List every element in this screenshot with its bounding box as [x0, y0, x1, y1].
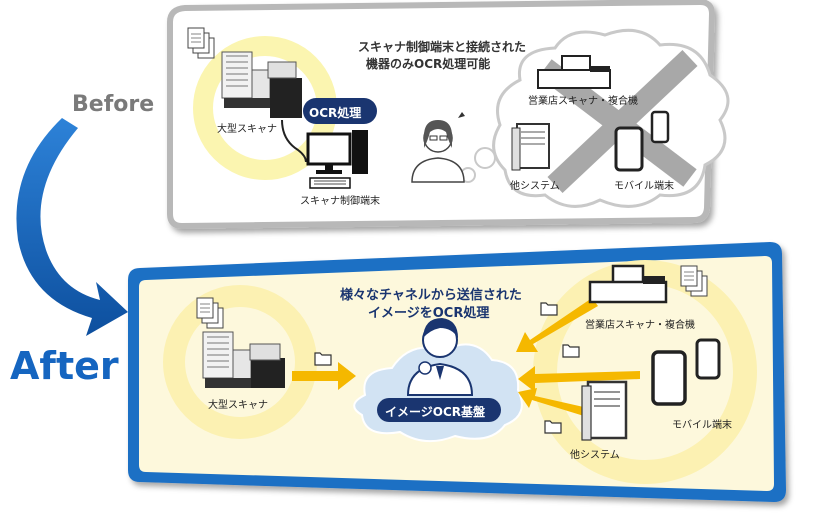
- after-caption-line1: 様々なチャネルから送信された: [340, 288, 522, 303]
- before-to-after-arrow: [16, 118, 128, 336]
- server-after-icon: [581, 380, 628, 441]
- control-terminal-icon: [306, 130, 368, 189]
- arrow-mobile-to-platform: [518, 366, 640, 392]
- after-large-scanner-label: 大型スキャナ: [208, 400, 268, 411]
- before-caption-line2: 機器のみOCR処理可能: [366, 57, 491, 71]
- before-caption-line1: スキャナ制御端末と接続された: [358, 40, 527, 54]
- after-left-yellow-ring: [163, 285, 317, 439]
- control-terminal-label: スキャナ制御端末: [300, 196, 380, 207]
- server-before-icon: [511, 123, 550, 171]
- scanner-cable: [281, 119, 307, 163]
- arrow-scanner-to-platform: [292, 362, 356, 390]
- folder-icon: [544, 420, 562, 434]
- after-flow-arrows: [292, 298, 640, 416]
- mobile-before-icon: [614, 110, 670, 172]
- branch-scanner-before-icon: [537, 55, 611, 89]
- folder-icon: [314, 352, 332, 366]
- after-caption-line2: イメージをOCR処理: [368, 306, 490, 321]
- platform-badge-bg: [377, 398, 501, 422]
- before-label: Before: [72, 92, 155, 117]
- large-scanner-after-icon: [202, 331, 285, 388]
- ocr-badge-bg: [303, 98, 377, 124]
- after-right-yellow-ring: [533, 260, 757, 484]
- arrow-branch-to-platform: [516, 298, 598, 352]
- operator-person-icon: [406, 318, 474, 396]
- folder-icon: [540, 302, 558, 316]
- after-branch-scanner-label: 営業店スキャナ・複合機: [585, 320, 695, 331]
- ocr-badge-label: OCR処理: [309, 106, 362, 120]
- before-large-scanner-label: 大型スキャナ: [217, 124, 277, 135]
- platform-label: イメージOCR基盤: [385, 405, 486, 419]
- after-mobile-label: モバイル端末: [672, 420, 732, 431]
- before-other-system-label: 他システム: [510, 181, 560, 192]
- arrow-system-to-platform: [518, 388, 588, 416]
- thought-bubble-medium: [474, 147, 496, 169]
- folder-icons: [314, 302, 580, 434]
- person-thinking-icon: [411, 112, 465, 183]
- before-mobile-label: モバイル端末: [614, 181, 674, 192]
- branch-scanner-after-icon: [588, 264, 668, 304]
- folder-icon: [562, 344, 580, 358]
- after-label: After: [10, 344, 119, 388]
- before-branch-scanner-label: 営業店スキャナ・複合機: [528, 96, 638, 107]
- large-scanner-before-icon: [221, 51, 302, 118]
- mobile-after-icon: [651, 338, 721, 406]
- after-other-system-label: 他システム: [570, 450, 620, 461]
